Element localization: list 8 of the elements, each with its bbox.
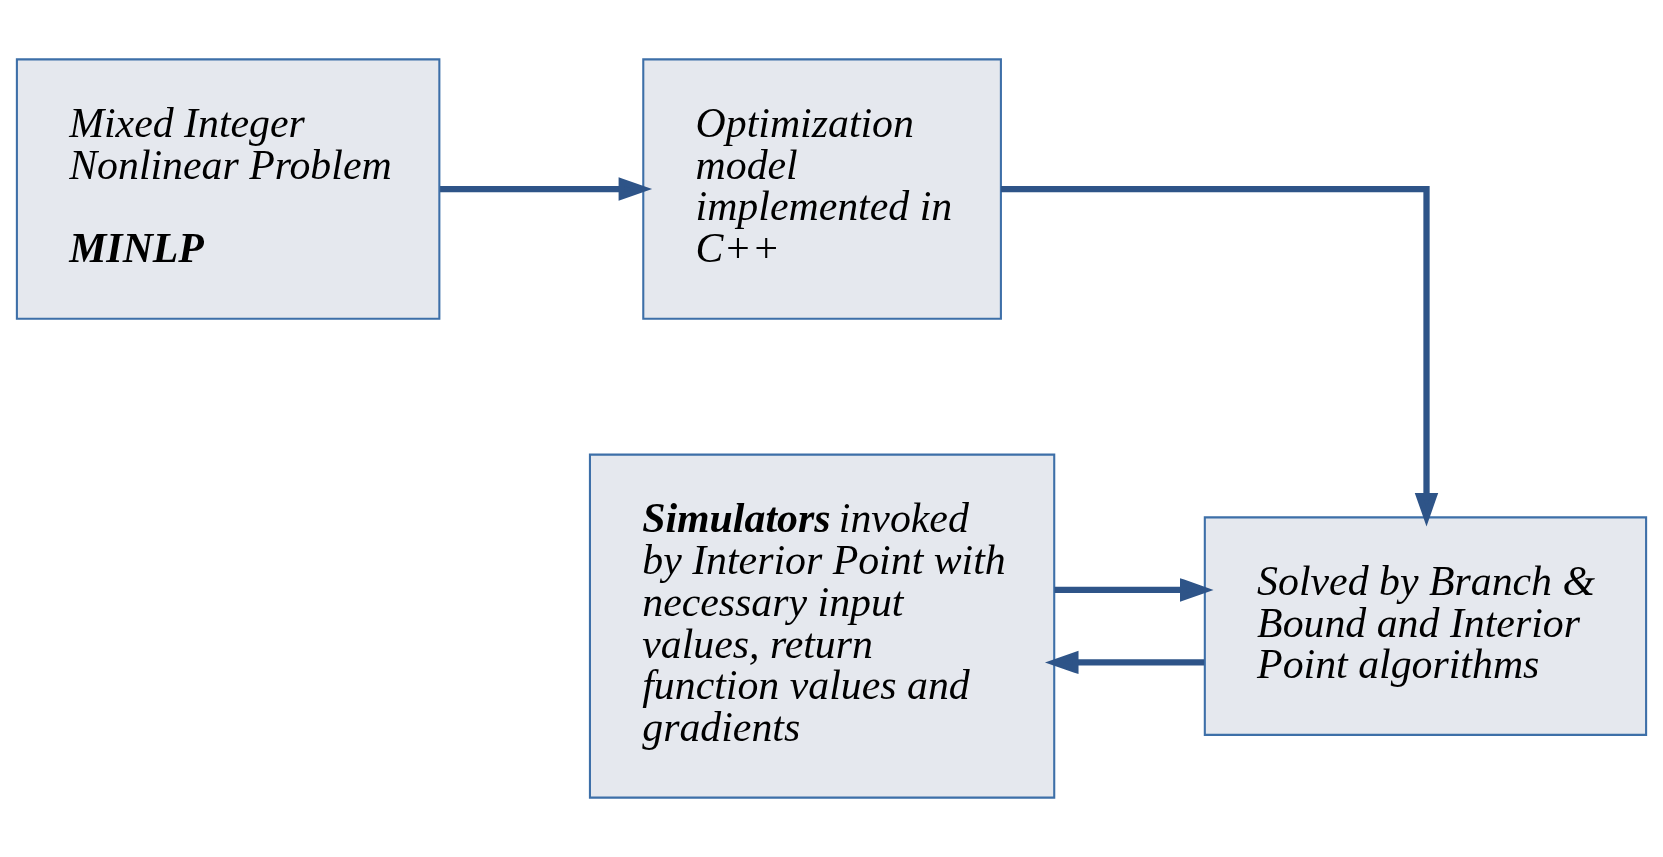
arrow — [1054, 578, 1214, 602]
arrow — [440, 177, 653, 201]
node-box: Mixed Integer Nonlinear Problem MINLP — [15, 58, 441, 320]
node-box: Simulators invoked by Interior Point with necessary input values, return function values and gradients — [588, 453, 1056, 799]
arrow — [1001, 185, 1439, 527]
arrow — [1045, 650, 1205, 675]
node-box: Solved by Branch & Bound and Interior Point algorithms — [1203, 516, 1648, 736]
node-box: Optimization model implemented in C++ — [642, 58, 1002, 320]
